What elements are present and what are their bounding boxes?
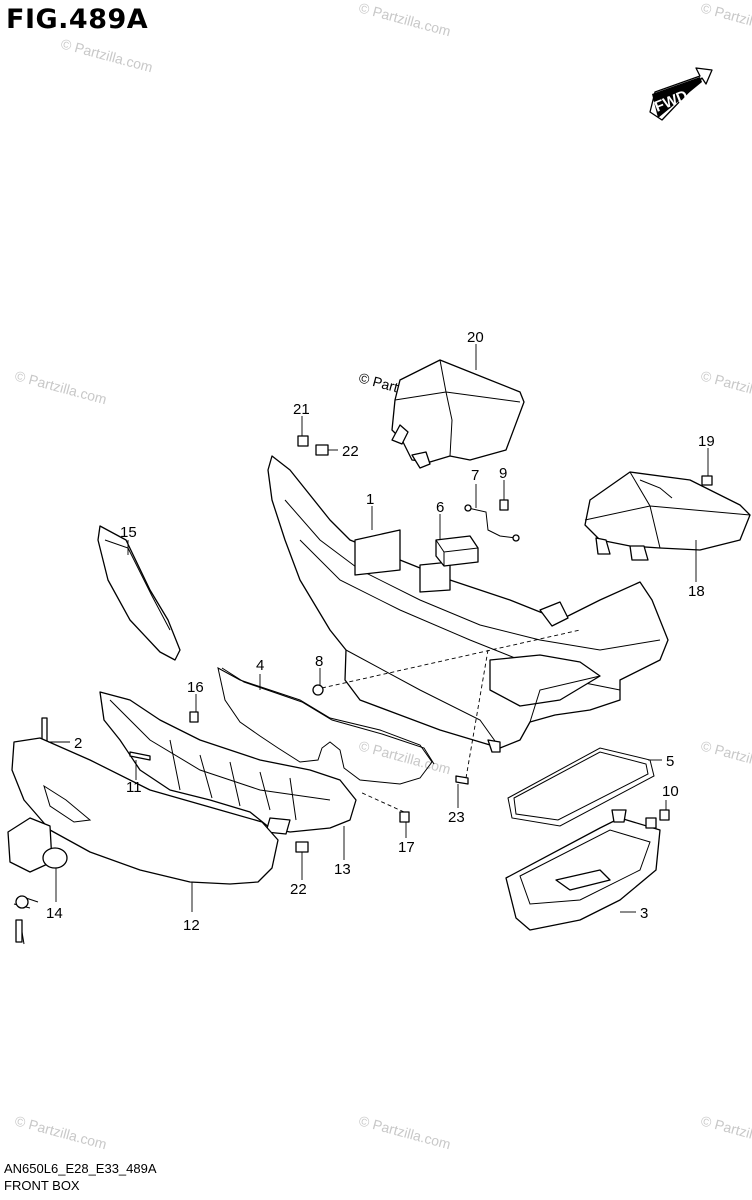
callout-7: 7: [471, 467, 479, 484]
callout-8: 8: [315, 653, 323, 670]
callout-4: 4: [256, 657, 264, 674]
part-4-seal: [217, 667, 435, 785]
callout-18: 18: [688, 583, 705, 600]
part-19-bolt: [701, 475, 713, 486]
part-11-screw: [129, 751, 151, 761]
callout-6: 6: [436, 499, 444, 516]
watermark: © Partzilla.com: [699, 0, 752, 39]
callout-labels: 20 21 22 1 6 7 9 19 18 15 4 8 16 2 11 12…: [46, 329, 715, 934]
callout-14: 14: [46, 905, 63, 922]
watermark: © Partzilla.com: [699, 737, 752, 777]
callout-3: 3: [640, 905, 648, 922]
part-9-bolt: [499, 499, 509, 511]
part-20-upper-bracket: [391, 359, 525, 469]
part-21-clip: [297, 435, 309, 447]
callout-5: 5: [666, 753, 674, 770]
callout-2: 2: [74, 735, 82, 752]
callout-21: 21: [293, 401, 310, 418]
part-8-screw: [312, 629, 581, 696]
callout-9: 9: [499, 465, 507, 482]
callout-11: 11: [126, 779, 142, 796]
watermark: © Partzilla.com: [357, 1112, 452, 1152]
watermark: © Partzilla.com: [13, 367, 108, 407]
leader-lines: [48, 344, 709, 913]
callout-16: 16: [187, 679, 204, 696]
section-name: FRONT BOX: [4, 1178, 80, 1193]
part-3-tray: [505, 809, 661, 931]
part-6-block: [435, 535, 479, 567]
callout-10: 10: [662, 783, 679, 800]
watermark: © Partzilla.com: [357, 0, 452, 39]
callout-22: 22: [342, 443, 359, 460]
callout-12: 12: [183, 917, 200, 934]
callout-17: 17: [398, 839, 415, 856]
callout-15: 15: [120, 524, 137, 541]
part-14-lock: [7, 817, 68, 945]
part-1-front-box: [267, 455, 669, 753]
part-7-wire: [464, 504, 520, 542]
fwd-arrow-icon: FWD: [649, 67, 713, 121]
watermark: © Partzilla.com: [59, 35, 154, 75]
part-13-grille: [99, 691, 357, 835]
callout-20: 20: [467, 329, 484, 346]
part-15-side-cover: [97, 525, 181, 661]
callout-19: 19: [698, 433, 715, 450]
figure-title: FIG.489A: [6, 4, 149, 35]
part-10-bolt: [659, 809, 670, 821]
watermark: © Partzilla.com: [357, 737, 452, 777]
footer: AN650L6_E28_E33_489A FRONT BOX: [4, 1160, 157, 1194]
watermark: © Partzilla.com: [13, 1112, 108, 1152]
callout-23: 23: [448, 809, 465, 826]
part-17-bolt: [359, 791, 410, 823]
callout-1: 1: [366, 491, 374, 508]
part-5-gasket: [507, 747, 655, 827]
part-16-bolt: [189, 711, 199, 723]
part-23-screw: [455, 649, 489, 785]
part-12-front-panel: [11, 737, 279, 885]
callout-22b: 22: [290, 881, 307, 898]
watermark: © Partzilla.com: [699, 367, 752, 407]
watermark: © Partzilla.com: [699, 1112, 752, 1152]
callout-13: 13: [334, 861, 351, 878]
diagram-code: AN650L6_E28_E33_489A: [4, 1161, 157, 1176]
part-18-right-bracket: [584, 471, 751, 561]
